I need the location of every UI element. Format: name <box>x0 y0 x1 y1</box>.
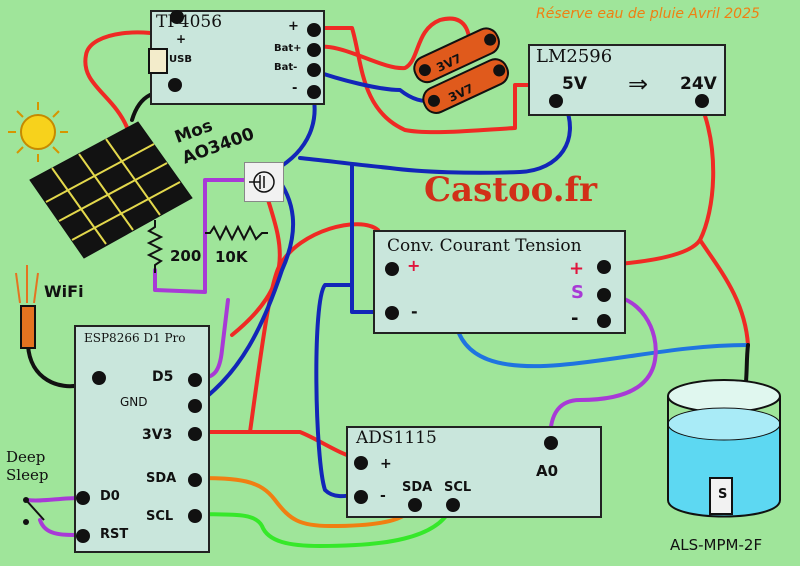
esp-scl-label: SCL <box>146 509 174 524</box>
converter-pin-s <box>597 288 611 302</box>
converter-pin-minus <box>385 306 399 320</box>
esp-pin-3v3 <box>188 427 202 441</box>
ads-pin-minus <box>354 490 368 504</box>
switch-icon[interactable] <box>18 492 48 528</box>
sensor-label: ALS-MPM-2F <box>670 536 763 554</box>
ads-pin-a0 <box>544 436 558 450</box>
converter-minus-label: - <box>411 302 418 321</box>
esp-sda-label: SDA <box>146 471 177 486</box>
ads-minus-label: - <box>380 488 386 504</box>
esp8266-module: ESP8266 D1 Pro D5 GND 3V3 SDA SCL D0 RST <box>74 325 210 553</box>
tp4056-out-plus-label: + <box>288 19 299 34</box>
esp-pin-sda <box>188 473 202 487</box>
battery-shapes <box>413 27 510 114</box>
esp-gnd-label: GND <box>120 395 148 409</box>
usb-port-icon <box>148 48 168 74</box>
lm2596-pin-out <box>695 94 709 108</box>
resistor-10k-label: 10K <box>215 248 248 266</box>
resistor-symbols <box>146 220 268 273</box>
converter-s-label: S <box>571 282 584 303</box>
lm2596-title: LM2596 <box>536 46 613 67</box>
converter-plus-label: + <box>407 256 421 275</box>
water-tank-icon <box>667 379 781 518</box>
esp-d5-label: D5 <box>152 369 174 385</box>
wire-bat-plus <box>310 16 472 71</box>
esp-pin-gnd <box>188 399 202 413</box>
ads-a0-label: A0 <box>536 462 559 480</box>
tp4056-usb-label: USB <box>169 54 192 65</box>
wire-3v3-ads <box>193 430 364 462</box>
wifi-signal-icon <box>15 265 39 304</box>
wire-scl <box>193 503 454 548</box>
tp4056-title: TP4056 <box>156 12 223 32</box>
esp-pin-rst <box>76 529 90 543</box>
ads-plus-label: + <box>380 456 392 472</box>
wire-solar-plus <box>83 30 172 132</box>
converter-title: Conv. Courant Tension <box>387 236 582 256</box>
esp-pin-antenna <box>92 371 106 385</box>
ads-scl-label: SCL <box>444 480 472 495</box>
lm2596-out-label: 24V <box>680 74 717 94</box>
wire-lm-gnd <box>298 103 572 175</box>
solar-panel-icon <box>8 102 193 259</box>
converter-pin-plus <box>385 262 399 276</box>
wire-24v-sensor <box>698 238 750 347</box>
wifi-label: WiFi <box>44 282 84 301</box>
wire-mos-red <box>230 188 282 337</box>
tp4056-pin-bat-plus <box>307 43 321 57</box>
sensor-tag: S <box>718 487 728 502</box>
tp4056-bat-plus-label: Bat+ <box>274 43 302 54</box>
converter-pin-out-minus <box>597 314 611 328</box>
esp-rst-label: RST <box>100 527 129 542</box>
tp4056-bat-minus-label: Bat- <box>274 62 298 73</box>
ads-title: ADS1115 <box>356 428 437 448</box>
mosfet-icon <box>244 162 284 202</box>
esp-d0-label: D0 <box>100 489 120 504</box>
arrow-right-icon: ⇒ <box>628 70 649 98</box>
ads-pin-scl <box>446 498 460 512</box>
battery-pack: 3V7 3V7 <box>402 10 532 120</box>
ads-sda-label: SDA <box>402 480 433 495</box>
wire-ads-gnd <box>314 283 364 499</box>
lm2596-pin-in <box>549 94 563 108</box>
antenna-icon <box>20 305 36 349</box>
lm2596-in-label: 5V <box>562 74 587 94</box>
wire-s-a0 <box>548 293 658 442</box>
tp4056-module: TP4056 + USB - + Bat+ Bat- - <box>148 10 325 105</box>
wire-out-plus-lm <box>310 26 557 135</box>
tp4056-pin-out-plus <box>307 23 321 37</box>
wire-r200 <box>153 178 257 294</box>
lm2596-module: LM2596 5V ⇒ 24V <box>528 44 726 116</box>
ads-pin-plus <box>354 456 368 470</box>
tp4056-pin-plus <box>170 10 184 24</box>
tp4056-plus-label: + <box>176 32 187 46</box>
ads1115-module: ADS1115 + - SDA SCL A0 <box>346 426 602 518</box>
header-note: Réserve eau de pluie Avril 2025 <box>536 6 760 22</box>
tp4056-pin-out-minus <box>307 85 321 99</box>
converter-module: Conv. Courant Tension + - + S - <box>373 230 626 334</box>
esp-pin-d5 <box>188 373 202 387</box>
ads-pin-sda <box>408 498 422 512</box>
converter-pin-out-plus <box>597 260 611 274</box>
resistor-200-label: 200 <box>170 247 202 265</box>
esp-pin-scl <box>188 509 202 523</box>
converter-out-plus-label: + <box>569 258 585 279</box>
mosfet-symbol <box>249 171 275 193</box>
esp-3v3-label: 3V3 <box>142 427 173 443</box>
wire-solar-minus <box>130 93 152 122</box>
esp-title: ESP8266 D1 Pro <box>84 331 186 345</box>
wire-mos-gnd <box>203 173 296 400</box>
tp4056-pin-bat-minus <box>307 63 321 77</box>
deep-sleep-label: Deep Sleep <box>6 448 49 484</box>
wire-sda <box>193 476 414 528</box>
tp4056-out-minus-label: - <box>292 81 298 96</box>
brand-logo: Castoo.fr <box>424 170 598 210</box>
converter-out-minus-label: - <box>571 308 579 329</box>
esp-pin-d0 <box>76 491 90 505</box>
tp4056-pin-minus <box>168 78 182 92</box>
